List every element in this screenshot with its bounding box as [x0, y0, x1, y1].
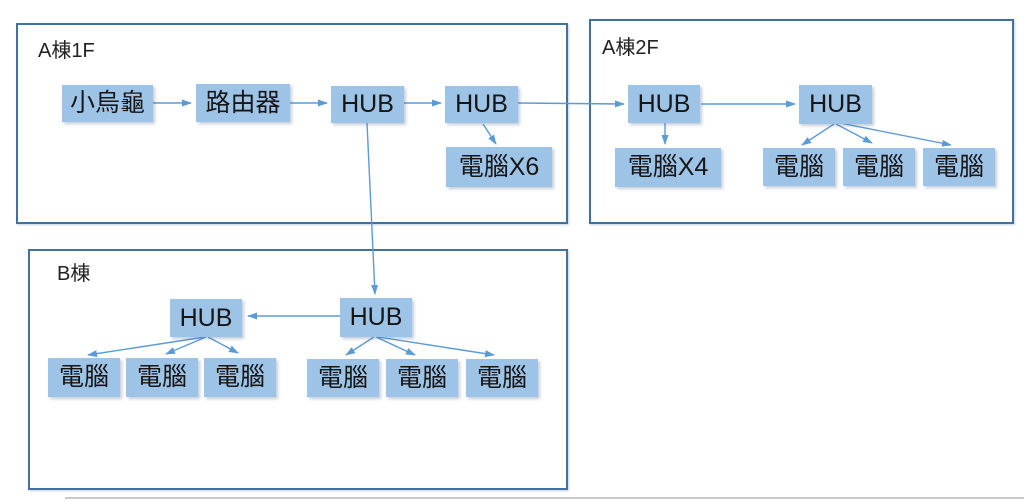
group-label-a2f: A棟2F [602, 37, 659, 59]
edge-hub-a1f-2-to-pc-x6 [482, 123, 497, 145]
edge-hub-a2f-2-to-pc-a2f-1 [801, 123, 835, 146]
node-pc-x6: 電腦X6 [446, 147, 552, 187]
group-frame-b [28, 249, 568, 490]
node-pc-a2f-3: 電腦 [923, 148, 995, 186]
node-hub-a1f-2: HUB [445, 86, 518, 123]
edge-hub-b-1-to-pc-b-3 [207, 336, 239, 354]
edge-hub-b-1-to-pc-b-1 [87, 336, 206, 358]
group-label-b: B棟 [57, 263, 91, 285]
node-hub-b-1: HUB [170, 299, 242, 337]
node-pc-a2f-2: 電腦 [843, 148, 915, 186]
node-pc-b-6: 電腦 [466, 359, 538, 397]
node-hub-a2f-2: HUB [799, 85, 872, 124]
edge-hub-a2f-2-to-pc-a2f-3 [839, 122, 952, 147]
edge-hub-b-2-to-pc-b-5 [375, 336, 416, 356]
node-hub-a1f-1: HUB [331, 86, 404, 123]
group-frame-a2f [589, 19, 1014, 224]
node-pc-b-4: 電腦 [307, 359, 379, 397]
node-hub-b-2: HUB [340, 298, 412, 337]
node-router: 路由器 [196, 84, 290, 122]
node-pc-x4: 電腦X4 [615, 148, 721, 187]
node-modem: 小烏龜 [62, 85, 153, 122]
edge-hub-b-2-to-pc-b-6 [377, 336, 495, 358]
edge-hub-a1f-2-to-hub-a2f-1 [517, 100, 625, 108]
group-label-a1f: A棟1F [38, 40, 95, 62]
edge-hub-a1f-1-to-hub-b-2 [366, 122, 379, 295]
edge-hub-b-1-to-pc-b-2 [165, 336, 207, 355]
node-hub-a2f-1: HUB [628, 85, 700, 123]
node-pc-b-1: 電腦 [48, 358, 120, 397]
page-edge-line [65, 497, 1024, 499]
node-pc-b-5: 電腦 [386, 359, 458, 397]
node-pc-a2f-1: 電腦 [763, 148, 835, 186]
node-pc-b-2: 電腦 [126, 358, 198, 397]
edge-hub-a2f-2-to-pc-a2f-2 [835, 123, 873, 144]
node-pc-b-3: 電腦 [204, 358, 276, 397]
group-frame-a1f [16, 23, 568, 224]
edge-hub-b-2-to-pc-b-4 [345, 336, 375, 356]
